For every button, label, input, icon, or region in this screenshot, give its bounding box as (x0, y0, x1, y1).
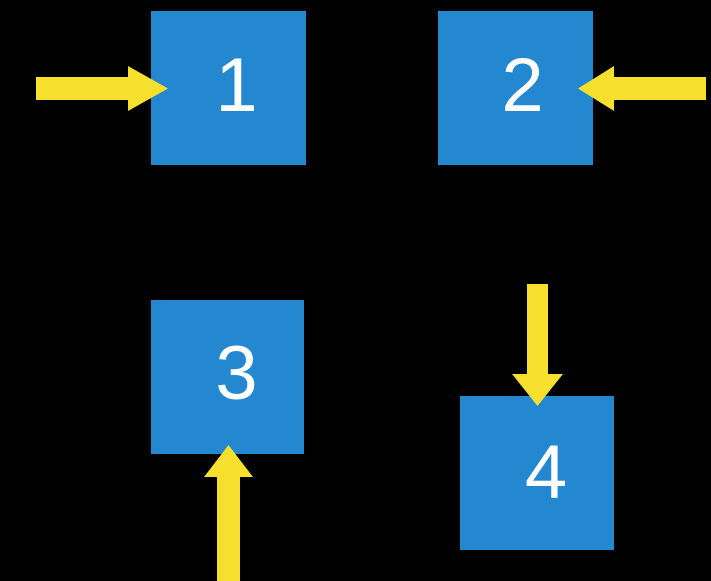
node-3-label: 3 (215, 331, 258, 416)
diagram-node-3[interactable]: 3 (151, 300, 304, 454)
arrow-left-into-node-2 (578, 66, 706, 111)
arrow-left-shape (578, 66, 706, 111)
arrow-down-shape (512, 284, 563, 406)
arrow-up-shape (204, 445, 253, 581)
arrow-up-into-node-3 (204, 445, 253, 581)
node-1-label: 1 (215, 43, 258, 128)
arrow-right-shape (36, 66, 168, 111)
arrow-down-icon (512, 284, 563, 406)
arrow-down-into-node-4 (512, 284, 563, 406)
node-4-label: 4 (524, 430, 568, 515)
diagram-node-1[interactable]: 1 (151, 11, 306, 165)
arrow-right-icon (36, 66, 168, 111)
node-2-label: 2 (501, 43, 544, 128)
arrow-right-into-node-1 (36, 66, 168, 111)
arrow-left-icon (578, 66, 706, 111)
arrow-up-icon (204, 445, 253, 581)
diagram-node-2[interactable]: 2 (438, 11, 593, 165)
diagram-node-4[interactable]: 4 (460, 396, 614, 550)
